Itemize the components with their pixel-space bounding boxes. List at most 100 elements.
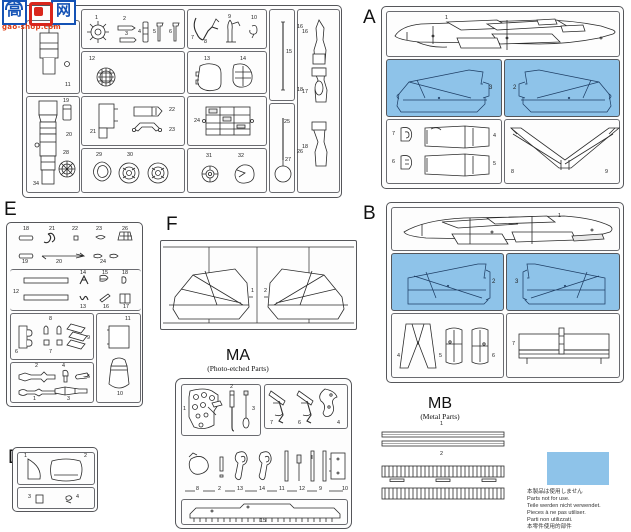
watermark-char-wang: 网 — [51, 0, 76, 25]
part-number: 22 — [169, 107, 175, 113]
part-number: 8 — [204, 39, 207, 45]
part-number: 24 — [100, 259, 106, 265]
sprue-e-cell-1-5: 2 4 5 1 3 — [10, 362, 94, 403]
part-number: 13 — [80, 304, 86, 310]
sprue-b-wing-right-cell: 3 — [506, 253, 620, 311]
part-number: 2 — [84, 453, 87, 459]
legend-note-en: Parts not for use. — [527, 495, 570, 502]
part-number: 11 — [65, 82, 71, 88]
part-number: 3 — [252, 406, 255, 412]
sprue-b-letter: B — [363, 203, 376, 224]
part-number: 14 — [259, 486, 265, 492]
mb-subtitle: (Metal Parts) — [420, 412, 460, 421]
part-number: 5 — [87, 374, 90, 380]
parts-cell-1-6: 1 2 3 4 5 6 — [81, 9, 185, 49]
ma-subtitle: (Photo-etched Parts) — [207, 364, 269, 373]
parts-cell-11: 11 — [26, 20, 80, 94]
part-number: 17 — [302, 89, 308, 95]
parts-cell-12: 12 — [81, 51, 185, 94]
part-number: 3 — [67, 396, 70, 402]
part-number: 13 — [204, 56, 210, 62]
legend-color-swatch — [547, 452, 609, 485]
part-number: 4 — [493, 133, 496, 139]
part-number: 4 — [62, 363, 65, 369]
sprue-a-cell-8-9: 8 9 — [504, 119, 621, 184]
sprue-d-cell-3-4: 3 4 — [17, 487, 95, 509]
sprue-b-cell-4-6: 4 5 6 — [391, 313, 504, 378]
part-number: 8 — [49, 316, 52, 322]
part-number: 7 — [392, 131, 395, 137]
part-number: 1 — [440, 421, 443, 427]
part-number: 15 — [286, 49, 292, 55]
ma-cell-1-2-3: 1 2 3 — [181, 384, 261, 436]
part-number: 5 — [153, 29, 156, 35]
sprue-e-letter: E — [4, 199, 17, 220]
part-number: 18 — [23, 226, 29, 232]
sprue-d-frame: 1 2 3 4 — [12, 447, 98, 512]
part-number-26: 26 — [297, 149, 303, 155]
part-number: 3 — [125, 31, 128, 37]
part-number: 11 — [125, 316, 131, 322]
part-number: 21 — [90, 129, 96, 135]
sprue-b-cell-7: 7 — [506, 313, 620, 378]
part-number: 15 — [102, 270, 108, 276]
sprue-e-cell-18-26: 18 21 22 23 26 19 20 24 — [10, 226, 141, 266]
sprue-ma-frame: 1 2 3 7 6 4 — [175, 378, 352, 529]
part-number: 6 — [392, 159, 395, 165]
part-number: 10 — [117, 391, 123, 397]
sprue-a-wing-right-cell: 2 — [504, 59, 620, 117]
part-number: 6 — [169, 29, 172, 35]
part-number: 6 — [15, 349, 18, 355]
sprue-a-letter: A — [363, 7, 376, 28]
legend-note-de: Teile werden nicht verwendet. — [527, 502, 601, 509]
part-number: 6 — [298, 420, 301, 426]
part-number: 1 — [183, 406, 186, 412]
part-number: 9 — [605, 169, 608, 175]
parts-cell-13-14: 13 14 — [187, 51, 267, 94]
watermark-logo: 高 网 gao-shop.com — [2, 0, 80, 33]
part-number: 4 — [138, 29, 141, 35]
part-number: 7 — [512, 341, 515, 347]
ma-title: MA — [226, 347, 250, 364]
part-number: 29 — [96, 152, 102, 158]
sprue-mb-frame: 1 2 — [372, 421, 512, 522]
part-number: 20 — [66, 132, 72, 138]
part-number: 2 — [440, 451, 443, 457]
sprue-b-frame: 1 2 3 — [386, 202, 624, 383]
parts-cell-25-27: 25 27 — [269, 103, 295, 193]
sprue-a-fuselage-cell: 1 — [386, 11, 620, 57]
watermark-arc-icon — [5, 0, 23, 10]
legend-note-zh: 本零件使用的部件 — [527, 523, 572, 530]
parts-cell-24: 24 — [187, 96, 267, 146]
parts-cell-29-30: 29 30 — [81, 148, 185, 193]
part-number: 12 — [13, 289, 19, 295]
ma-cell-5-14 — [181, 439, 348, 486]
part-number: 27 — [285, 157, 291, 163]
part-number: 14 — [80, 270, 86, 276]
part-number: 6 — [492, 353, 495, 359]
parts-cell-21-23: 21 22 23 — [81, 96, 185, 146]
part-number: 34 — [33, 181, 39, 187]
part-number: 19 — [63, 98, 69, 104]
part-number: 4 — [337, 420, 340, 426]
sprue-a-frame: 1 3 — [381, 6, 624, 189]
part-number: 15 — [260, 518, 266, 524]
part-number: 30 — [127, 152, 133, 158]
part-number: 3 — [28, 494, 31, 500]
sprue-e-frame: 18 21 22 23 26 19 20 24 — [6, 222, 143, 407]
part-number: 1 — [24, 453, 27, 459]
part-number: 12 — [299, 486, 305, 492]
part-number: 2 — [218, 486, 221, 492]
part-number: 5 — [439, 353, 442, 359]
part-number: 9 — [319, 486, 322, 492]
part-number: 1 — [445, 15, 448, 21]
part-number: 2 — [35, 363, 38, 369]
part-number: 7 — [270, 420, 273, 426]
part-number: 1 — [251, 288, 254, 294]
ma-number-strip: 8 2 13 14 11 12 9 10 — [181, 485, 348, 497]
part-number: 8 — [196, 486, 199, 492]
legend-note-it: Parti non utilizzati. — [527, 516, 573, 523]
part-number: 20 — [56, 259, 62, 265]
part-number: 2 — [513, 85, 517, 91]
